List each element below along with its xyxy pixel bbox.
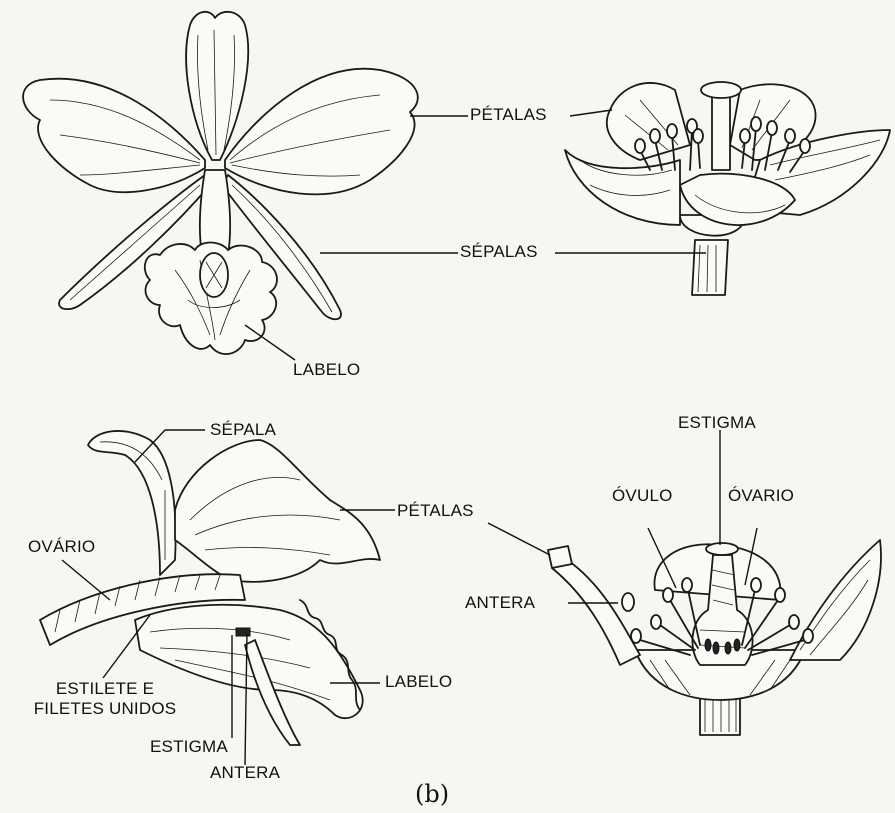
label-ovario-left: OVÁRIO bbox=[28, 538, 95, 557]
label-sepalas: SÉPALAS bbox=[460, 243, 538, 262]
figure-caption: (b) bbox=[415, 780, 449, 808]
label-labelo-bottom: LABELO bbox=[385, 673, 452, 692]
label-petalas-top: PÉTALAS bbox=[470, 106, 547, 125]
label-petalas-mid: PÉTALAS bbox=[397, 502, 474, 521]
label-ovario-right: ÓVARIO bbox=[728, 487, 794, 506]
flower-section-drawing bbox=[548, 540, 881, 735]
label-estilete-line2: FILETES UNIDOS bbox=[10, 700, 200, 719]
label-labelo-top: LABELO bbox=[293, 361, 360, 380]
orchid-front-drawing bbox=[23, 12, 418, 354]
label-estigma-right: ESTIGMA bbox=[678, 414, 756, 433]
label-estilete-line1: ESTILETE E bbox=[10, 680, 200, 699]
label-sepala: SÉPALA bbox=[210, 421, 276, 440]
label-estigma-left: ESTIGMA bbox=[150, 738, 228, 757]
label-antera-left: ANTERA bbox=[210, 764, 280, 783]
label-ovulo: ÓVULO bbox=[612, 487, 673, 506]
simple-flower-drawing bbox=[565, 82, 890, 295]
label-antera-right: ANTERA bbox=[465, 594, 535, 613]
